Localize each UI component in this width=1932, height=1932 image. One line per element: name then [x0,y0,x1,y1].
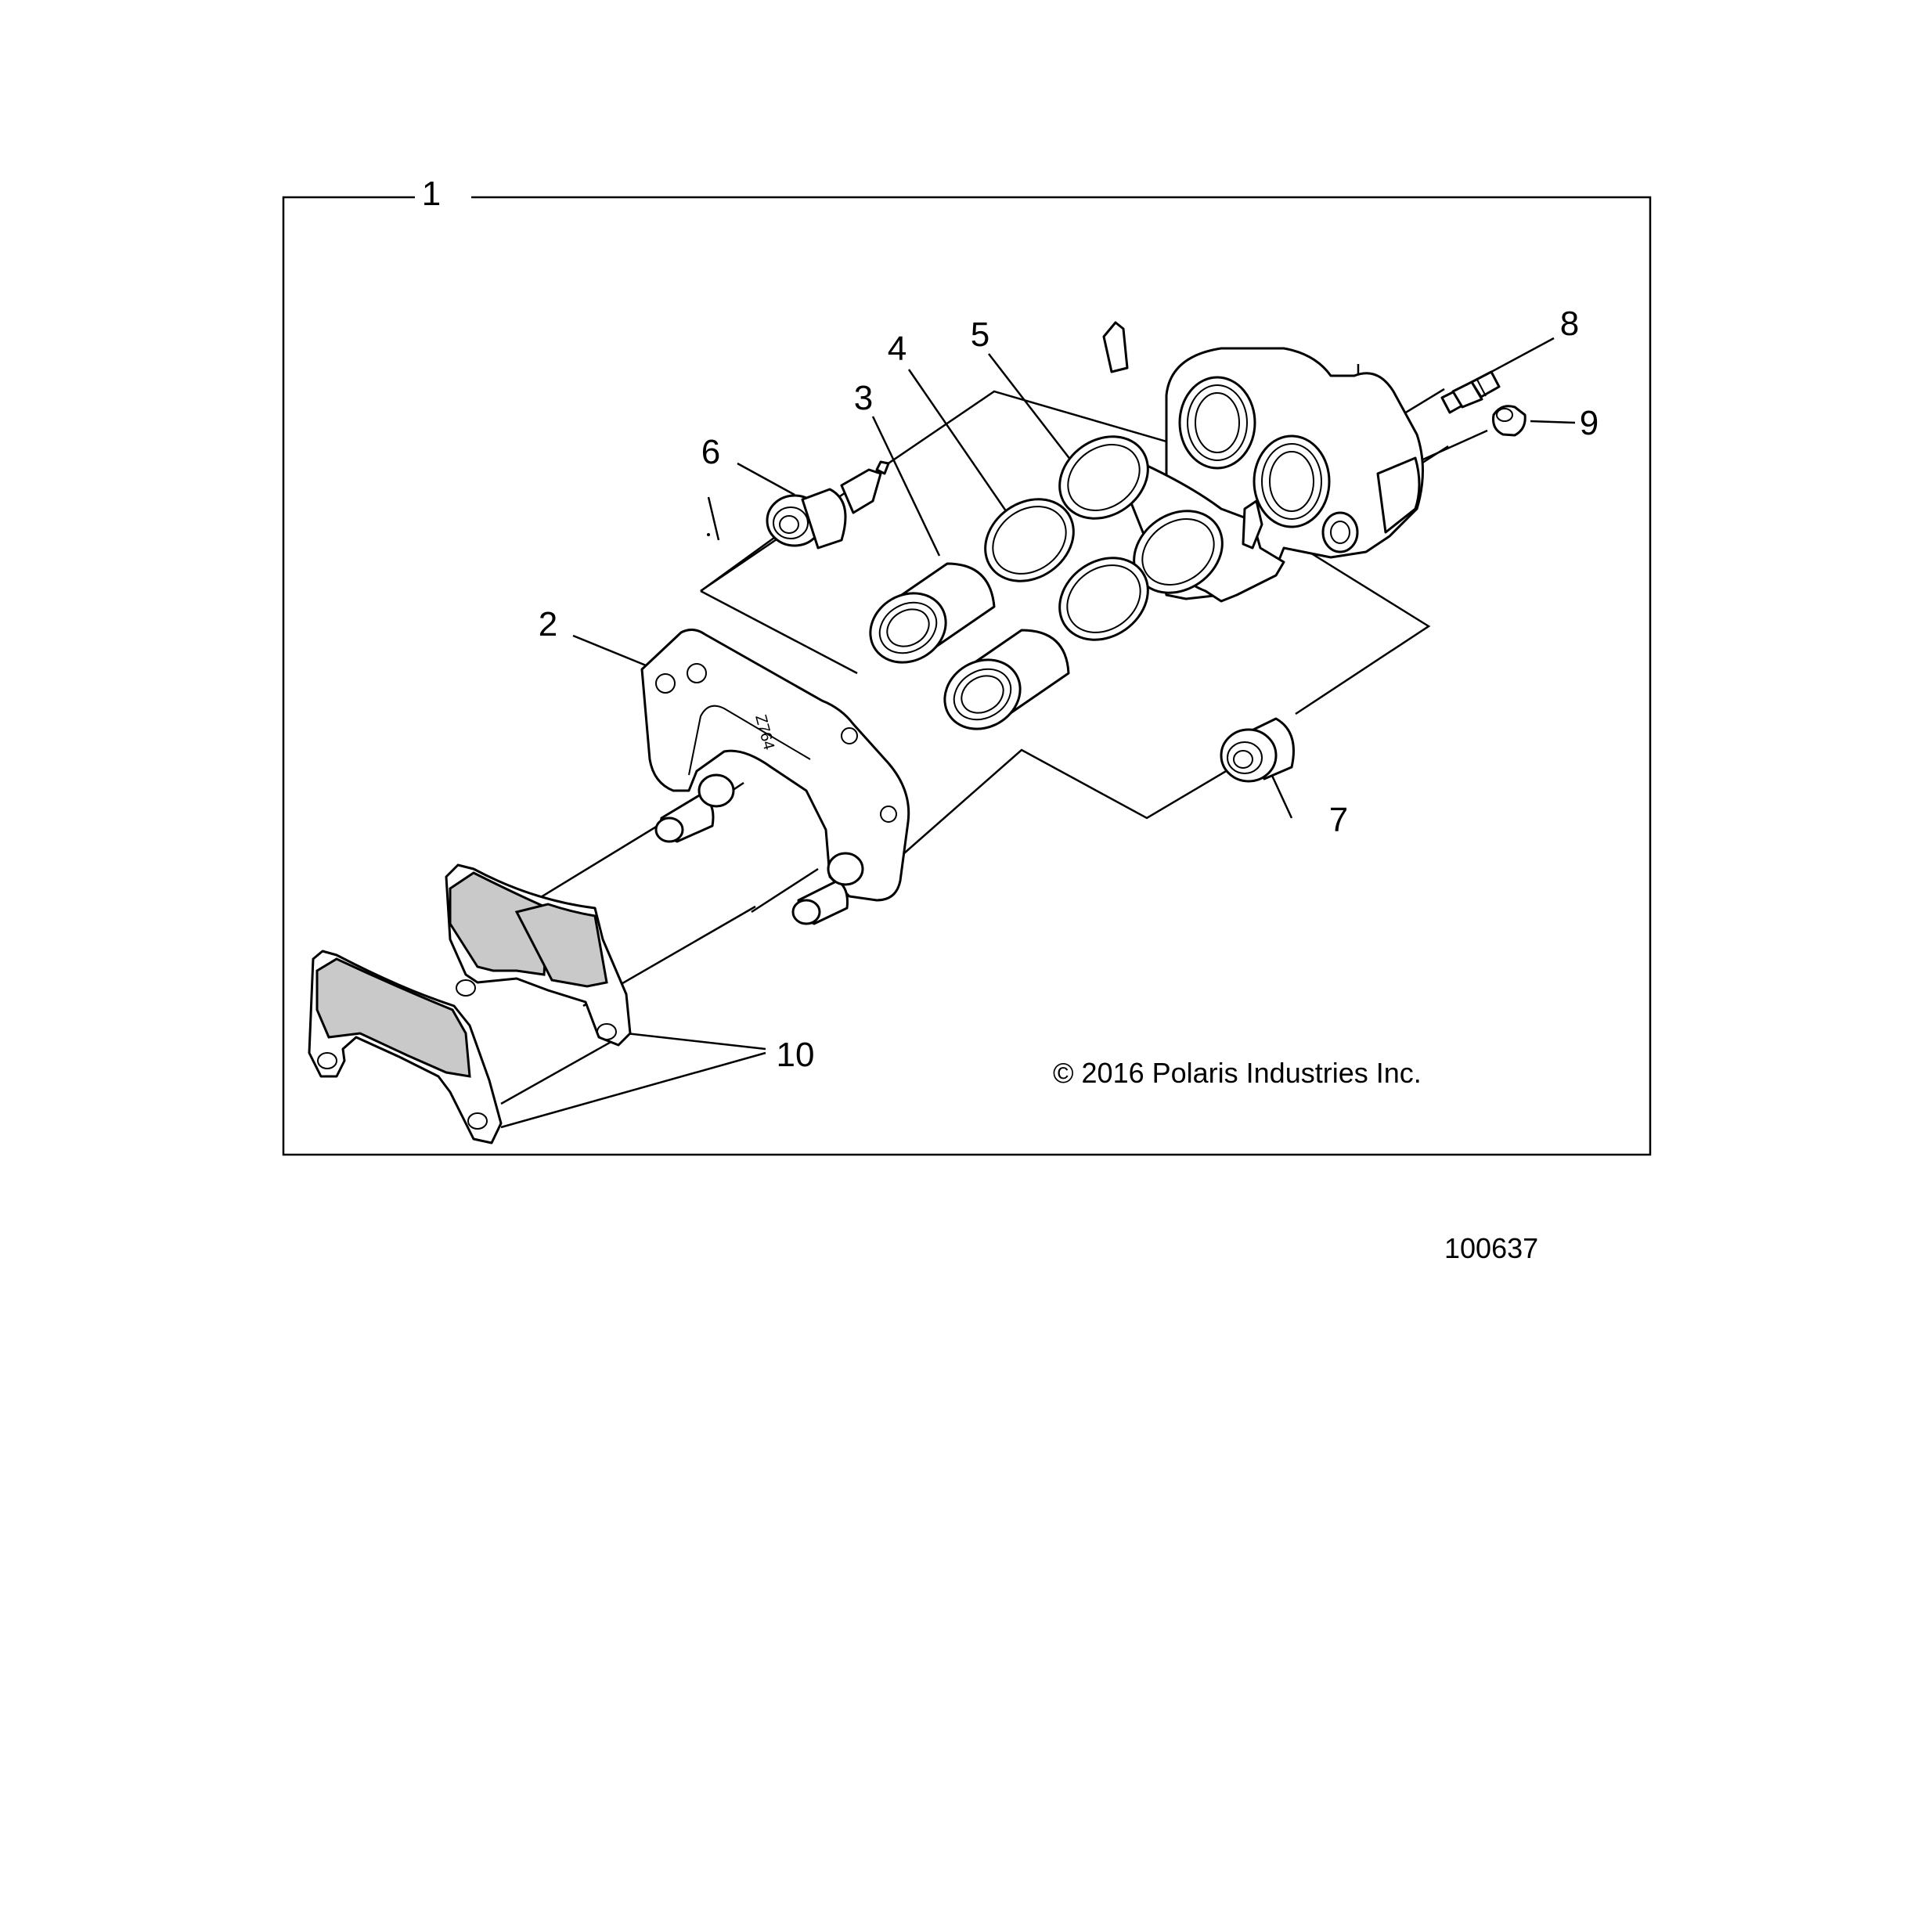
dust-seals [1058,435,1224,594]
callout-9: 9 [1580,404,1599,442]
piston-seals [984,498,1149,641]
copyright-text: © 2016 Polaris Industries Inc. [1053,1057,1422,1089]
figure-number: 100637 [1444,1232,1538,1264]
callout-3: 3 [854,379,873,417]
callout-10: 10 [777,1036,815,1074]
callout-5: 5 [971,315,989,354]
pistons [869,562,1070,730]
callout-2: 2 [539,605,557,643]
callout-4: 4 [888,330,907,368]
callout-8: 8 [1560,305,1579,343]
callout-6: 6 [701,433,720,471]
bleeder-screw [1440,370,1501,414]
assembly-frame [282,196,1652,1156]
stray-dot [707,533,710,536]
callout-7: 7 [1329,801,1348,839]
slide-pin-boot-lower [1220,717,1295,783]
callout-1: 1 [422,175,441,213]
caliper-bracket: Z764 [640,629,910,925]
bleeder-cap [1492,405,1526,437]
slide-pin-boot-upper [766,460,890,550]
brake-pads [308,863,632,1144]
